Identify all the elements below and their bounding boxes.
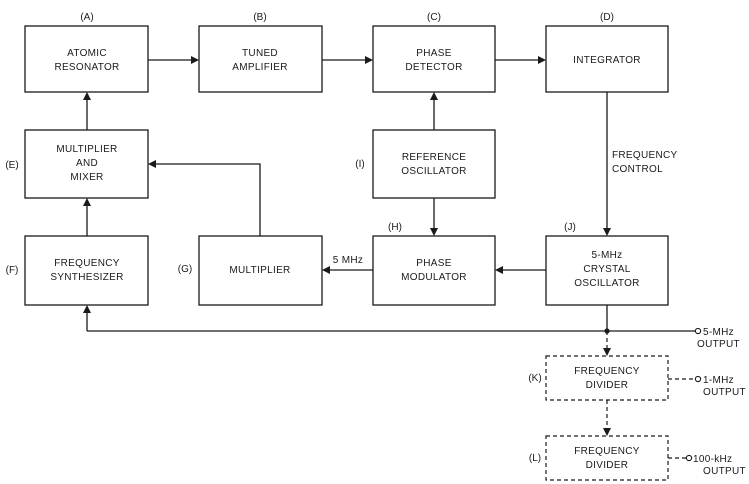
output-100khz-label-line-2: OUTPUT xyxy=(703,466,746,477)
block-k-frequency-divider: (K) FREQUENCY DIVIDER xyxy=(528,355,669,401)
block-f-tag: (F) xyxy=(6,265,19,276)
connector-e-to-a xyxy=(83,92,91,130)
block-e-multiplier-and-mixer: (E) MULTIPLIER AND MIXER xyxy=(5,129,149,199)
connector-j-to-h xyxy=(495,266,546,274)
block-h-tag: (H) xyxy=(388,222,402,233)
output-100khz: 100-kHz OUTPUT xyxy=(668,454,746,477)
block-f-line-2: SYNTHESIZER xyxy=(50,272,123,283)
block-i-reference-oscillator: (I) REFERENCE OSCILLATOR xyxy=(355,129,496,199)
block-h-phase-modulator: (H) PHASE MODULATOR xyxy=(372,222,496,306)
block-b-line-1: TUNED xyxy=(242,48,278,59)
block-e-tag: (E) xyxy=(5,160,18,171)
block-e-line-2: AND xyxy=(76,158,98,169)
block-g-multiplier: (G) MULTIPLIER xyxy=(178,235,323,306)
connector-b-to-c xyxy=(322,56,373,64)
output-1mhz-label-line-2: OUTPUT xyxy=(703,387,746,398)
block-l-tag: (L) xyxy=(529,453,541,464)
connector-i-to-h xyxy=(430,198,438,236)
connector-a-to-b xyxy=(148,56,199,64)
frequency-control-label-line-2: CONTROL xyxy=(612,164,663,175)
connector-i-to-c xyxy=(430,92,438,130)
connector-h-to-g: 5 MHz xyxy=(322,255,373,274)
block-h-line-1: PHASE xyxy=(416,258,451,269)
frequency-control-label-line-1: FREQUENCY xyxy=(612,150,678,161)
connector-bus-to-k xyxy=(603,331,611,356)
block-i-line-1: REFERENCE xyxy=(402,152,466,163)
block-k-tag: (K) xyxy=(528,373,541,384)
block-l-line-2: DIVIDER xyxy=(586,460,629,471)
output-1mhz-label-line-1: 1-MHz xyxy=(703,375,734,386)
connector-c-to-d xyxy=(495,56,546,64)
block-e-line-3: MIXER xyxy=(70,172,103,183)
block-g-tag: (G) xyxy=(178,264,192,275)
block-a-line-1: ATOMIC xyxy=(67,48,107,59)
block-c-line-2: DETECTOR xyxy=(405,62,462,73)
block-a-atomic-resonator: (A) ATOMIC RESONATOR xyxy=(24,12,149,93)
connector-k-to-l xyxy=(603,400,611,436)
connector-d-to-j-frequency-control: FREQUENCY CONTROL xyxy=(603,92,678,236)
block-j-crystal-oscillator: (J) 5-MHz CRYSTAL OSCILLATOR xyxy=(545,222,669,306)
connector-f-to-e xyxy=(83,198,91,236)
block-c-line-1: PHASE xyxy=(416,48,451,59)
output-5mhz-label-line-2: OUTPUT xyxy=(697,339,740,350)
block-c-phase-detector: (C) PHASE DETECTOR xyxy=(372,12,496,93)
block-k-line-2: DIVIDER xyxy=(586,380,629,391)
block-a-tag: (A) xyxy=(80,12,93,23)
block-f-frequency-synthesizer: (F) FREQUENCY SYNTHESIZER xyxy=(6,235,149,306)
five-mhz-link-label: 5 MHz xyxy=(333,255,363,266)
block-j-line-1: 5-MHz xyxy=(592,250,623,261)
block-d-line-1: INTEGRATOR xyxy=(573,55,641,66)
output-bus-5mhz: 5-MHz OUTPUT xyxy=(83,305,740,350)
block-g-line-1: MULTIPLIER xyxy=(229,265,290,276)
output-100khz-label-line-1: 100-kHz xyxy=(693,454,732,465)
block-h-line-2: MODULATOR xyxy=(401,272,467,283)
output-5mhz-label-line-1: 5-MHz xyxy=(703,327,734,338)
connector-g-to-e xyxy=(148,160,261,236)
block-b-line-2: AMPLIFIER xyxy=(232,62,288,73)
block-i-line-2: OSCILLATOR xyxy=(401,166,466,177)
block-a-line-2: RESONATOR xyxy=(54,62,119,73)
block-l-line-1: FREQUENCY xyxy=(574,446,640,457)
block-c-tag: (C) xyxy=(427,12,441,23)
block-b-tag: (B) xyxy=(253,12,266,23)
block-b-tuned-amplifier: (B) TUNED AMPLIFIER xyxy=(198,12,323,93)
block-e-line-1: MULTIPLIER xyxy=(56,144,117,155)
block-j-line-3: OSCILLATOR xyxy=(574,278,639,289)
block-j-line-2: CRYSTAL xyxy=(583,264,630,275)
block-j-tag: (J) xyxy=(564,222,576,233)
block-d-integrator: (D) INTEGRATOR xyxy=(545,12,669,93)
block-i-tag: (I) xyxy=(355,159,364,170)
block-l-frequency-divider: (L) FREQUENCY DIVIDER xyxy=(529,435,669,481)
output-1mhz: 1-MHz OUTPUT xyxy=(668,375,746,398)
block-d-tag: (D) xyxy=(600,12,614,23)
block-f-line-1: FREQUENCY xyxy=(54,258,120,269)
block-k-line-1: FREQUENCY xyxy=(574,366,640,377)
